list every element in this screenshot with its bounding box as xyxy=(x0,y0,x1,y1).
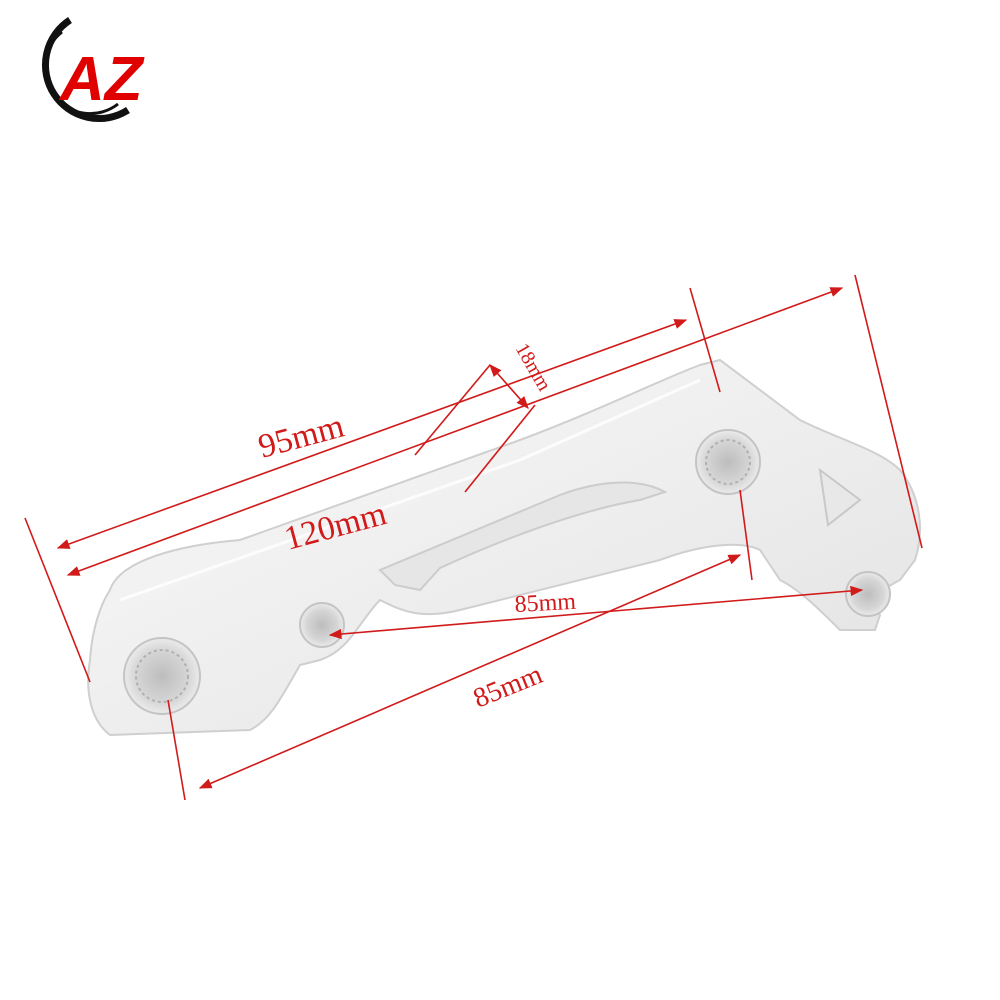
caliper-hole-lower xyxy=(845,571,891,617)
label-18mm: 18mm xyxy=(511,340,556,396)
dim-120-line xyxy=(66,287,844,576)
logo-letters: AZ xyxy=(58,45,145,114)
dimension-lines xyxy=(24,274,923,801)
dim-85b-line xyxy=(198,554,742,789)
mounting-hole-small xyxy=(299,602,345,648)
label-95mm: 95mm xyxy=(254,407,348,465)
dim-18-line xyxy=(414,364,491,456)
brand-logo: AZ xyxy=(41,17,145,123)
label-85mm-a: 85mm xyxy=(514,589,577,618)
